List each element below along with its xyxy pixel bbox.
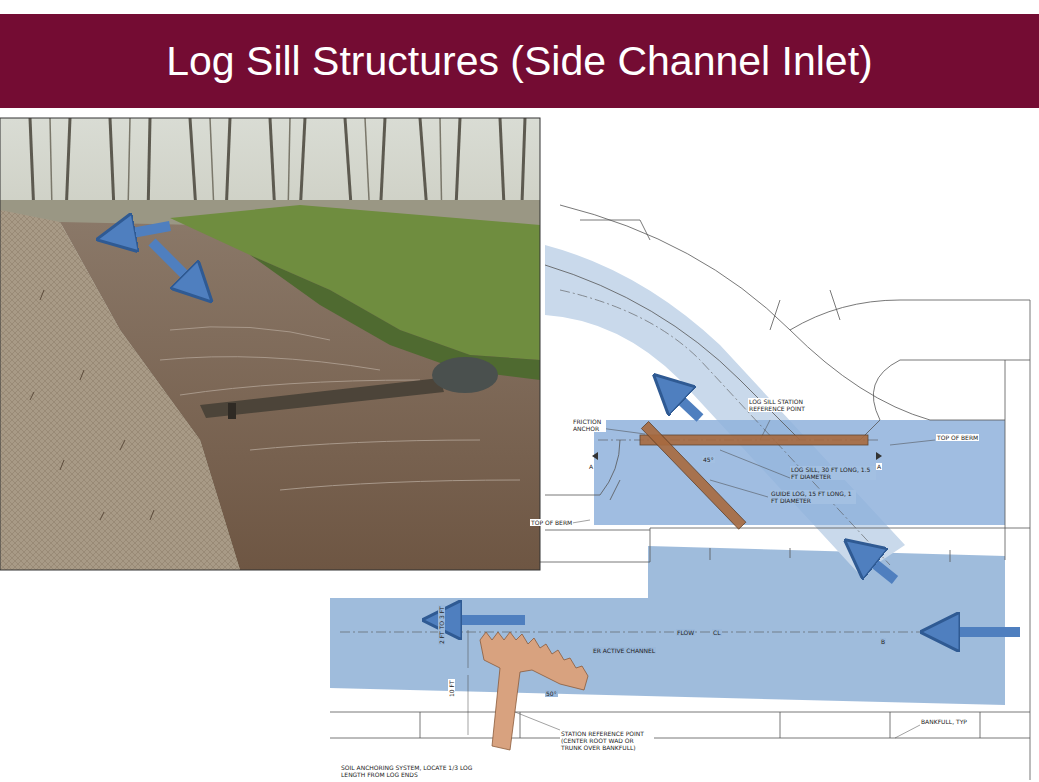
drawing-label: 50° — [545, 690, 558, 697]
slide-title: Log Sill Structures (Side Channel Inlet) — [0, 14, 1039, 108]
drawing-label: A — [876, 463, 882, 470]
drawing-label: STATION REFERENCE POINT (CENTER ROOT WAD… — [560, 730, 654, 751]
drawing-label: FRICTION ANCHOR — [572, 418, 606, 432]
drawing-label: GUIDE LOG, 15 FT LONG, 1 FT DIAMETER — [770, 490, 856, 504]
drawing-label: BANKFULL, TYP — [920, 718, 968, 725]
drawing-label: A — [588, 463, 594, 470]
drawing-label: TOP OF BERM — [936, 434, 979, 441]
drawing-label: LOG SILL STATION REFERENCE POINT — [748, 398, 818, 412]
drawing-label: 10 FT — [448, 679, 455, 698]
drawing-label: ER ACTIVE CHANNEL — [592, 647, 656, 654]
drawing-label: FLOW — [676, 629, 695, 636]
drawing-label: TOP OF BERM — [530, 519, 573, 526]
drawing-label: LOG SILL, 30 FT LONG, 1.5 FT DIAMETER — [790, 466, 876, 480]
drawing-label: SOIL ANCHORING SYSTEM, LOCATE 1/3 LOG LE… — [340, 764, 492, 778]
drawing-label: CL — [712, 629, 722, 636]
drawing-label: 45° — [702, 456, 715, 463]
drawing-label: B — [880, 638, 886, 645]
drawing-label: 2 FT TO 3 FT — [438, 605, 445, 645]
